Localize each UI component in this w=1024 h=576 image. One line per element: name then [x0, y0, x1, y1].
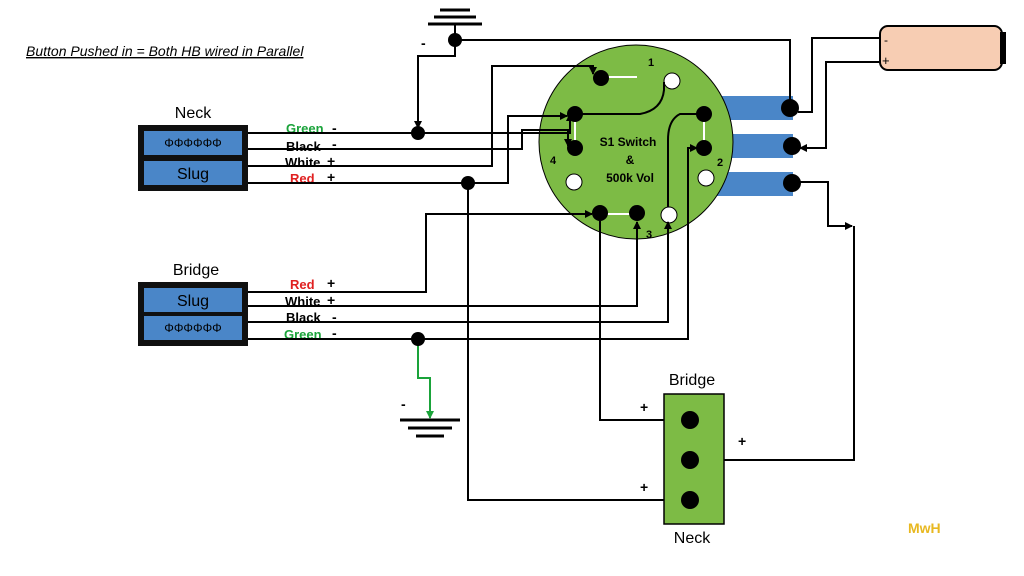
switch-terminal-4: 4 — [550, 155, 557, 167]
bridge-slug-label: Slug — [177, 293, 209, 310]
neck-slug-label: Slug — [177, 166, 209, 183]
battery-pos-sign: + — [882, 53, 890, 68]
switch-terminal-3: 3 — [646, 229, 652, 241]
bridge-wire-black-sign: - — [332, 309, 337, 325]
neck-pickup-label: Neck — [175, 105, 212, 122]
neck-wire-black-label: Black — [286, 139, 321, 154]
bridge-wire-red-label: Red — [290, 277, 315, 292]
battery-neg-sign: - — [884, 33, 888, 47]
bridge-wire-white-sign: + — [327, 292, 335, 308]
neck-wire-white-label: White — [285, 155, 320, 170]
ground-top-sign: - — [421, 35, 426, 51]
jack-sign-middle: + — [738, 433, 746, 449]
switch-label-2: & — [626, 153, 635, 167]
signature: MwH — [908, 520, 941, 536]
junction-dots — [411, 33, 801, 346]
jack-sign-bridge: + — [640, 399, 648, 415]
neck-wire-black-sign: - — [332, 136, 337, 152]
switch-terminal-2: 2 — [717, 157, 723, 169]
wires — [248, 37, 880, 504]
pot-cables — [715, 96, 793, 196]
battery — [879, 25, 1006, 71]
switch-label-3: 500k Vol — [606, 171, 654, 185]
bridge-wire-green-sign: - — [332, 325, 337, 341]
bridge-pickup: ΦΦΦΦΦΦ — [138, 282, 248, 346]
switch-terminal-1: 1 — [648, 57, 654, 69]
neck-wire-white-sign: + — [327, 153, 335, 169]
neck-wire-red-sign: + — [327, 169, 335, 185]
bridge-wire-red-sign: + — [327, 275, 335, 291]
jack-sign-neck: + — [640, 479, 648, 495]
jack-neck-label: Neck — [674, 530, 711, 547]
neck-wire-green-sign: - — [332, 120, 337, 136]
ground-symbol-top — [428, 8, 482, 40]
ground-bottom-sign: - — [401, 396, 406, 412]
jack-bridge-label: Bridge — [669, 372, 715, 389]
ground-symbol-bottom — [400, 418, 460, 438]
svg-text:ΦΦΦΦΦΦ: ΦΦΦΦΦΦ — [164, 321, 221, 335]
output-jack — [663, 393, 725, 525]
switch-label-1: S1 Switch — [600, 135, 657, 149]
svg-text:ΦΦΦΦΦΦ: ΦΦΦΦΦΦ — [164, 136, 221, 150]
switch-lugs — [565, 70, 715, 224]
neck-pickup: ΦΦΦΦΦΦ — [138, 125, 248, 191]
diagram-title: Button Pushed in = Both HB wired in Para… — [26, 43, 304, 59]
bridge-pickup-label: Bridge — [173, 262, 219, 279]
